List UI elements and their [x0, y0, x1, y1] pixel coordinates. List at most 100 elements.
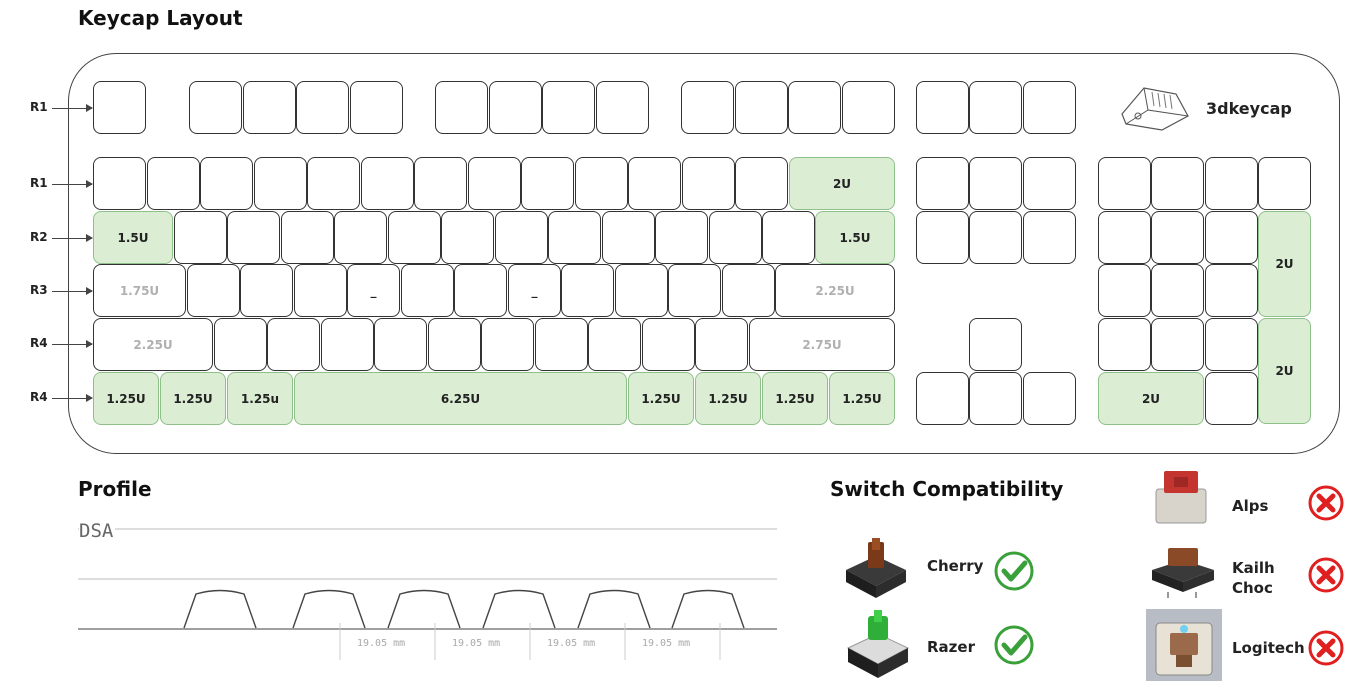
- key-right-win: 1.25U: [695, 372, 761, 425]
- row-arrow: [52, 234, 93, 242]
- key-pause: [1023, 81, 1076, 134]
- key: [414, 157, 467, 210]
- key: [441, 211, 494, 264]
- key-num-5: [1151, 264, 1204, 317]
- key: [93, 157, 146, 210]
- switch-name-razer: Razer: [927, 638, 975, 656]
- key: [147, 157, 200, 210]
- key-f1: [189, 81, 242, 134]
- keycap-profile-shape: [577, 589, 651, 629]
- key: [361, 157, 414, 210]
- spacing-label: 19.05 mm: [452, 638, 501, 649]
- key-f9: [681, 81, 734, 134]
- key: [267, 318, 320, 371]
- key-left-shift: 2.25U: [93, 318, 213, 371]
- keycap-logo-icon: [1121, 87, 1189, 131]
- cross-icon: [1308, 630, 1344, 666]
- key: [535, 318, 588, 371]
- keycap-profile-shape: [387, 589, 461, 629]
- key-enter: 2.25U: [775, 264, 895, 317]
- key-arrow-up: [969, 318, 1022, 371]
- key-scroll: [969, 81, 1022, 134]
- key-f8: [596, 81, 649, 134]
- switch-name-logitech: Logitech: [1232, 639, 1305, 657]
- key-spacebar: 6.25U: [294, 372, 627, 425]
- key-right-ctrl: 1.25U: [829, 372, 895, 425]
- cross-icon: [1308, 485, 1344, 521]
- row-label-r2: R2: [30, 230, 48, 244]
- key: [468, 157, 521, 210]
- key-num-9: [1205, 211, 1258, 264]
- key-f-homing: _: [347, 264, 400, 317]
- alps-switch-icon: [1155, 471, 1207, 524]
- profile-title: Profile: [78, 477, 152, 501]
- key: [628, 157, 681, 210]
- cherry-switch-icon: [846, 538, 906, 598]
- brand-name: 3dkeycap: [1206, 99, 1292, 118]
- key-esc: [93, 81, 146, 134]
- key-left-ctrl: 1.25U: [93, 372, 159, 425]
- key: [174, 211, 227, 264]
- key-page-down: [1023, 211, 1076, 264]
- key-home: [969, 157, 1022, 210]
- key: [521, 157, 574, 210]
- key-num-8: [1151, 211, 1204, 264]
- key-num-6: [1205, 264, 1258, 317]
- key-backspace: 2U: [789, 157, 895, 210]
- key-f7: [542, 81, 595, 134]
- key: [254, 157, 307, 210]
- row-label-r4-shift: R4: [30, 336, 48, 350]
- razer-switch-icon: [846, 610, 910, 678]
- kailh-choc-switch-icon: [1152, 548, 1214, 598]
- key-arrow-right: [1023, 372, 1076, 425]
- key: [602, 211, 655, 264]
- key-num-lock: [1098, 157, 1151, 210]
- row-arrow: [52, 287, 93, 295]
- key: [227, 211, 280, 264]
- row-arrow: [52, 104, 93, 112]
- key: [588, 318, 641, 371]
- keycap-profile-shape: [292, 589, 366, 629]
- key-insert: [916, 157, 969, 210]
- key: [334, 211, 387, 264]
- key-num-2: [1151, 318, 1204, 371]
- key-f5: [435, 81, 488, 134]
- row-arrow: [52, 340, 93, 348]
- row-arrow: [52, 180, 93, 188]
- switch-name-alps: Alps: [1232, 497, 1269, 515]
- key: [240, 264, 293, 317]
- key: [668, 264, 721, 317]
- key: [575, 157, 628, 210]
- row-label-r3: R3: [30, 283, 48, 297]
- check-icon: [994, 625, 1034, 665]
- switch-name-kailh-choc: Kailh Choc: [1232, 559, 1275, 597]
- key: [642, 318, 695, 371]
- key-f10: [735, 81, 788, 134]
- key: [294, 264, 347, 317]
- key-num-divide: [1151, 157, 1204, 210]
- key: [655, 211, 708, 264]
- keycap-profile-shape: [183, 589, 257, 629]
- key-num-7: [1098, 211, 1151, 264]
- key-right-alt: 1.25U: [628, 372, 694, 425]
- keycap-profile-shape: [671, 589, 745, 629]
- spacing-label: 19.05 mm: [547, 638, 596, 649]
- key: [374, 318, 427, 371]
- key-tab: 1.5U: [93, 211, 173, 264]
- key: [454, 264, 507, 317]
- key-caps-lock: 1.75U: [93, 264, 186, 317]
- keycap-layout-title: Keycap Layout: [78, 6, 243, 30]
- logitech-switch-icon: [1146, 609, 1222, 681]
- key-arrow-down: [969, 372, 1022, 425]
- key-f2: [243, 81, 296, 134]
- key-j-homing: _: [508, 264, 561, 317]
- key-backslash: 1.5U: [815, 211, 895, 264]
- spacing-label: 19.05 mm: [357, 638, 406, 649]
- key-f3: [296, 81, 349, 134]
- key: [735, 157, 788, 210]
- cross-icon: [1308, 557, 1344, 593]
- key-f12: [842, 81, 895, 134]
- keycap-profile-shape: [482, 589, 556, 629]
- key-num-0: 2U: [1098, 372, 1204, 425]
- key-left-win: 1.25U: [160, 372, 226, 425]
